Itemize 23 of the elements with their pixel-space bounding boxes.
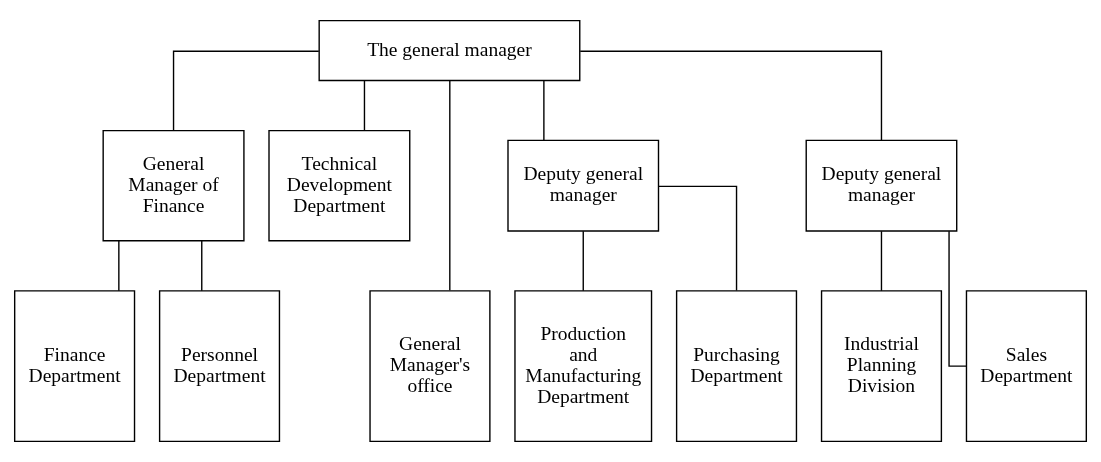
connector	[118, 240, 120, 292]
connector	[582, 230, 584, 292]
node-box: Deputy general manager	[507, 139, 660, 232]
node-box: General Manager's office	[369, 290, 491, 443]
connector	[449, 80, 451, 291]
node-box: Deputy general manager	[805, 139, 958, 232]
connector	[579, 50, 883, 141]
connector	[363, 79, 366, 131]
connector	[948, 230, 967, 367]
connector	[172, 50, 320, 132]
connector	[657, 185, 738, 292]
node-box: Purchasing Department	[675, 290, 798, 443]
connector	[543, 79, 545, 142]
node-box: Production and Manufacturing Department	[514, 290, 653, 443]
connector	[880, 230, 883, 292]
node-box: General Manager of Finance	[102, 129, 245, 242]
node-box: The general manager	[318, 19, 581, 82]
node-box: Technical Development Department	[268, 129, 411, 242]
connector	[201, 240, 203, 292]
node-box: Industrial Planning Division	[820, 290, 943, 443]
node-box: Finance Department	[14, 290, 136, 443]
node-box: Personnel Department	[158, 290, 281, 443]
node-box: Sales Department	[965, 290, 1087, 443]
